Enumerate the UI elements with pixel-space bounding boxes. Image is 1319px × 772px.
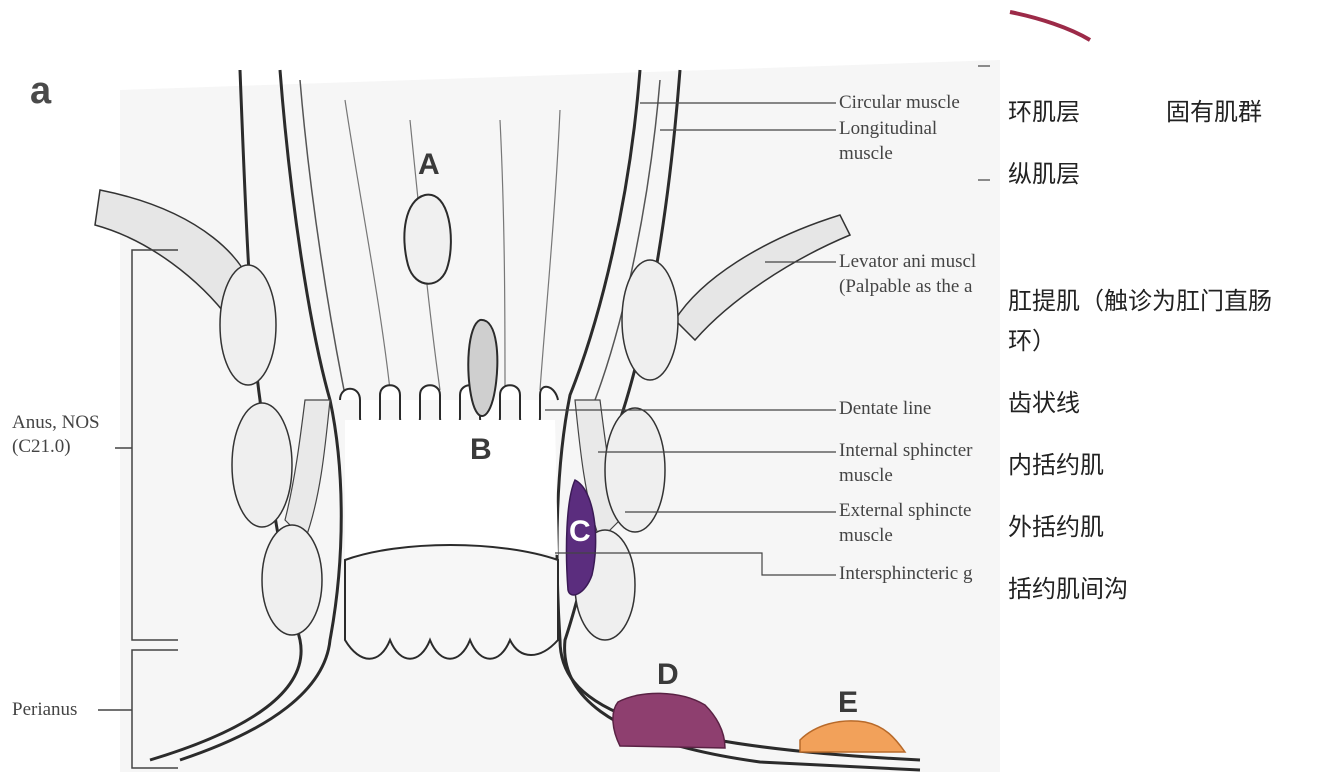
label-anus-line2: (C21.0) [12,436,71,458]
label-internal-line1: Internal sphincter [839,440,991,462]
marker-a: A [418,148,440,182]
label-longitudinal-line1: Longitudinal [839,118,937,140]
zh-levator-line2: 环） [1008,322,1056,360]
anal-canal-lumen [345,420,558,560]
label-dentate-line: Dentate line [839,398,931,420]
label-anus-line1: Anus, NOS [12,412,100,434]
external-sphincter-lobe-left-1 [220,265,276,385]
label-levator-line1: Levator ani muscl [839,251,991,273]
zh-intersphincteric-groove: 括约肌间沟 [1008,570,1128,608]
label-internal-line2: muscle [839,465,893,487]
label-external-line1: External sphincte [839,500,991,522]
marker-b: B [470,433,492,467]
label-external-line2: muscle [839,525,893,547]
lesion-a-polyp [404,195,451,284]
zh-external-sphincter: 外括约肌 [1008,508,1104,546]
panel-letter: a [30,70,51,113]
lesion-b-mass [468,320,497,416]
external-sphincter-lobe-left-3 [262,525,322,635]
zh-longitudinal-muscle: 纵肌层 [1008,155,1080,193]
zh-internal-sphincter: 内括约肌 [1008,446,1104,484]
marker-c: C [569,515,591,549]
corner-swatch [1010,12,1090,40]
zh-proper-muscle: 固有肌群 [1166,93,1262,131]
marker-d: D [657,658,679,692]
zh-dentate-line: 齿状线 [1008,384,1080,422]
marker-e: E [838,686,858,720]
label-circular-muscle: Circular muscle [839,92,960,114]
external-sphincter-lobe-right-1 [622,260,678,380]
external-sphincter-lobe-left-2 [232,403,292,527]
anal-verge [345,545,558,659]
label-perianus: Perianus [12,699,77,721]
label-intersphincteric: Intersphincteric g [839,563,991,585]
zh-circular-muscle: 环肌层 [1008,93,1080,131]
external-sphincter-lobe-right-2 [605,408,665,532]
zh-levator-line1: 肛提肌（触诊为肛门直肠 [1008,282,1272,320]
label-longitudinal-line2: muscle [839,143,893,165]
label-levator-line2: (Palpable as the a [839,276,991,298]
